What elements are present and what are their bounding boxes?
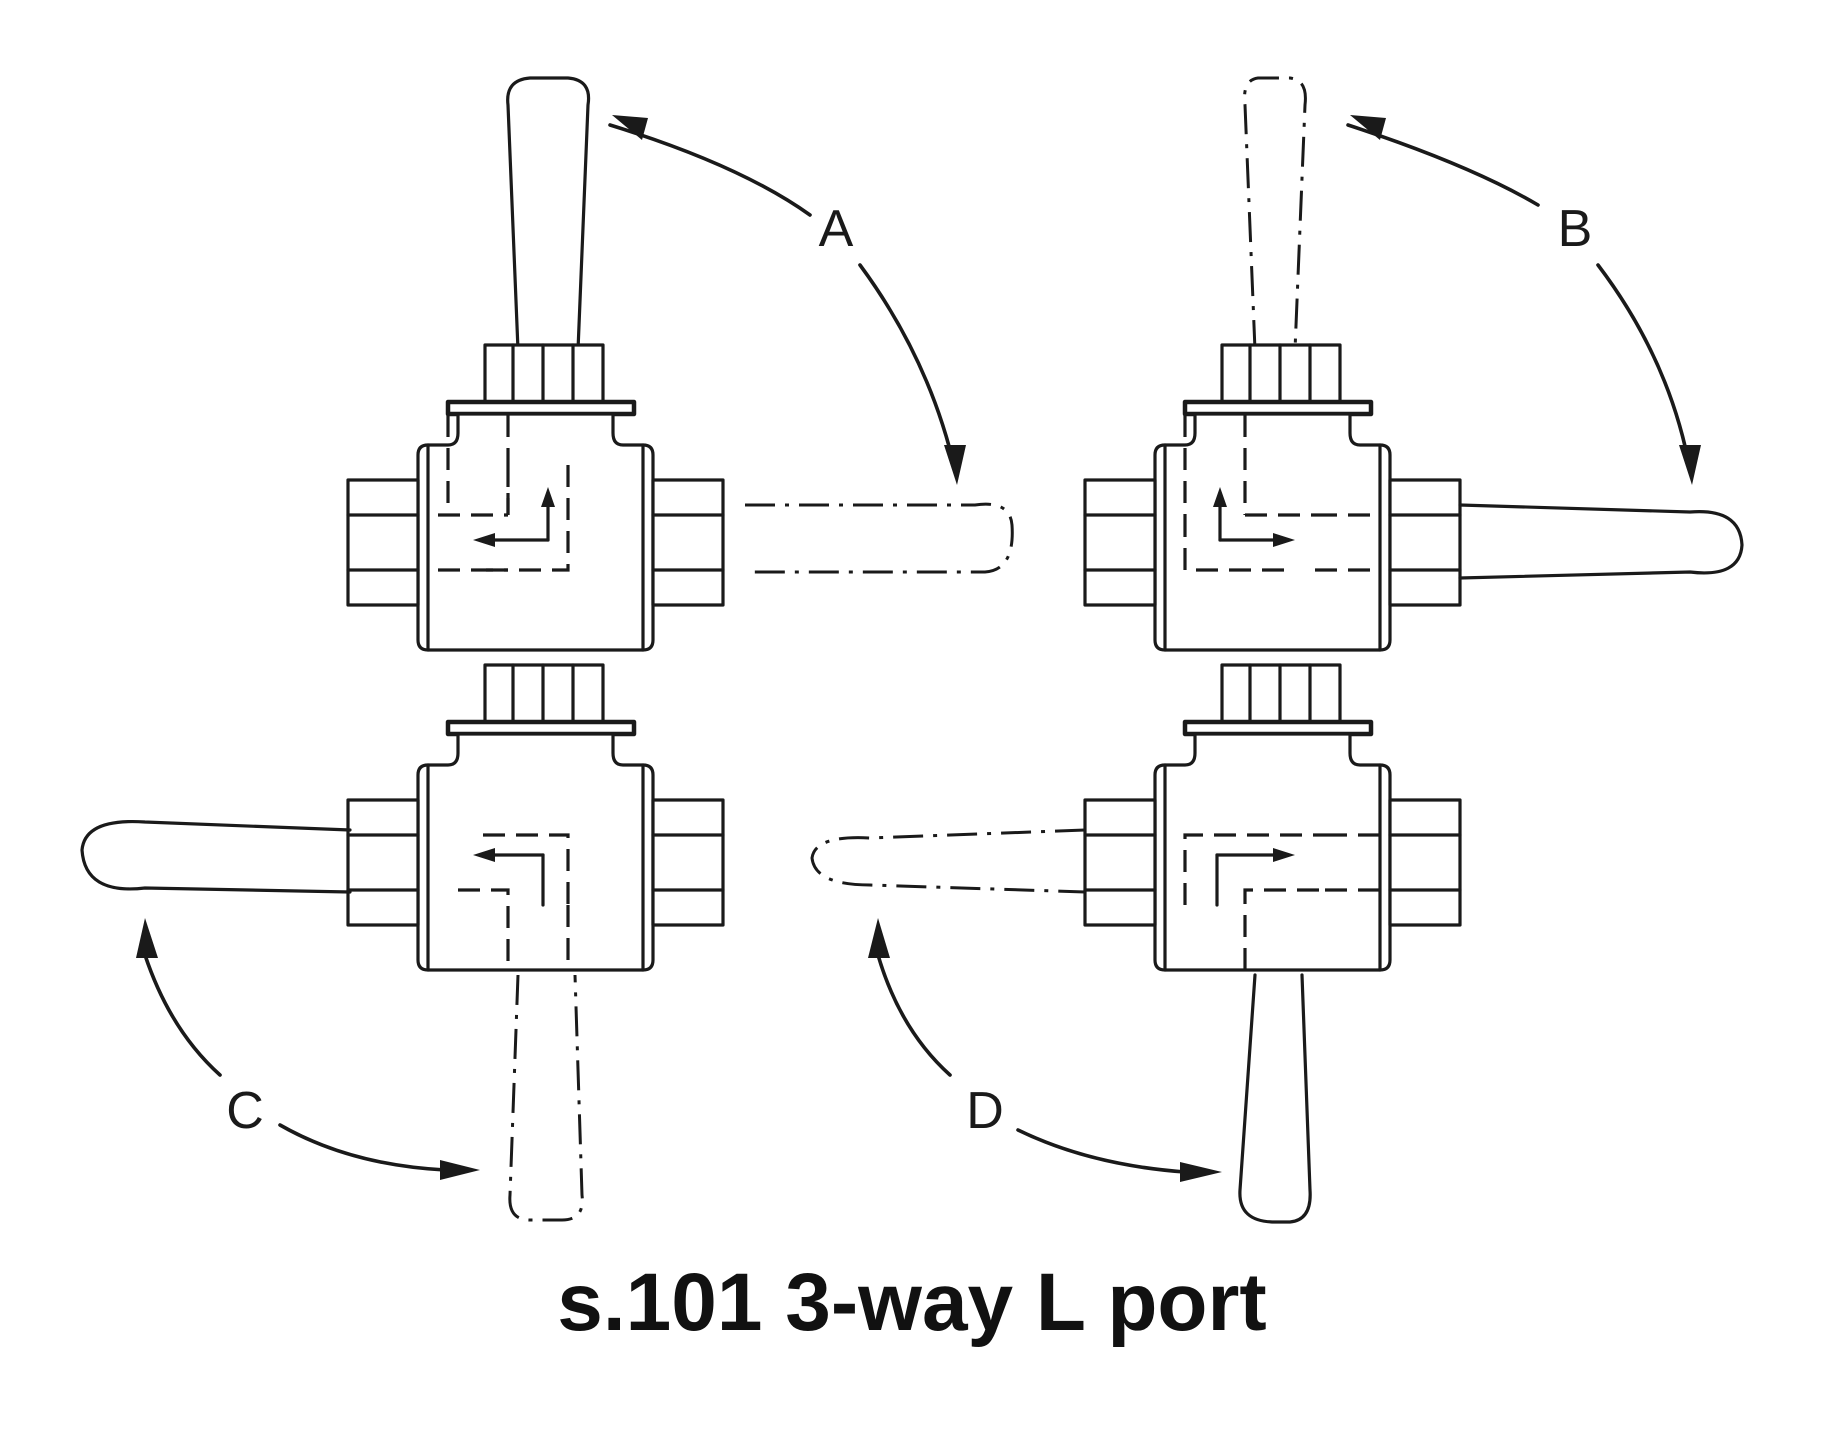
handle-solid xyxy=(80,819,352,894)
rotation-arc-a xyxy=(608,123,812,217)
handle-alternate xyxy=(1243,76,1307,351)
handle-solid xyxy=(1458,503,1744,580)
valve-position-d: D xyxy=(810,665,1460,1224)
diagram-caption: s.101 3-way L port xyxy=(557,1257,1267,1348)
handle-solid xyxy=(506,76,591,352)
handle-alternate xyxy=(810,828,1086,894)
handle-alternate xyxy=(745,502,1014,574)
position-label-a: A xyxy=(819,200,854,258)
handle-alternate xyxy=(508,974,584,1222)
handle-solid xyxy=(1238,973,1312,1224)
position-label-c: C xyxy=(226,1082,264,1140)
valve-position-a: A xyxy=(348,76,1014,650)
valve-positions-diagram: A B xyxy=(80,76,1744,1224)
valve-position-b: B xyxy=(1085,76,1744,650)
rotation-arc-d xyxy=(876,953,952,1077)
position-label-b: B xyxy=(1558,200,1593,258)
rotation-arc-c xyxy=(143,953,222,1077)
position-label-d: D xyxy=(966,1082,1004,1140)
valve-position-c: C xyxy=(80,665,723,1222)
